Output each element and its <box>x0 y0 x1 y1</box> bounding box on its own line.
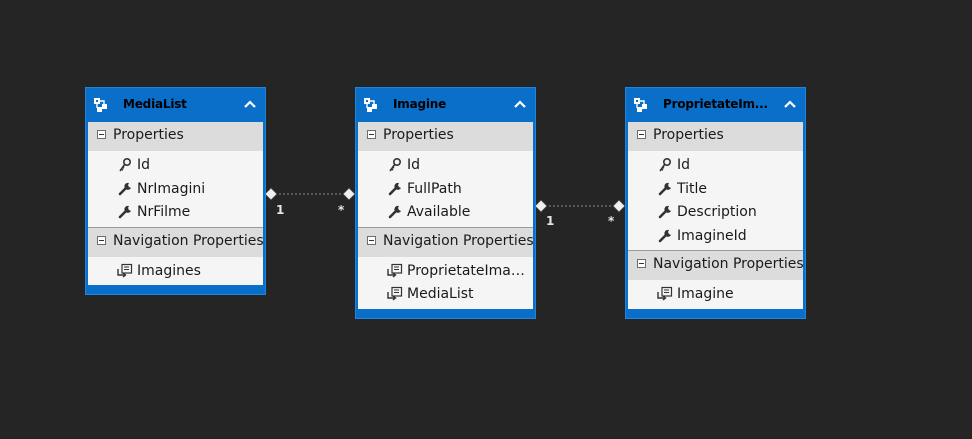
navigation-section-header[interactable]: Navigation Properties <box>88 226 264 257</box>
property-row[interactable]: Title <box>628 178 803 202</box>
property-label: NrImagini <box>137 180 206 197</box>
property-label: Title <box>677 180 708 197</box>
navigation-section-header[interactable]: Navigation Properties <box>628 250 804 280</box>
entity-header[interactable]: Imagine <box>356 88 535 122</box>
wrench-icon <box>388 182 401 195</box>
collapse-chevron-up-icon[interactable] <box>243 98 257 110</box>
navigation-property-row[interactable]: Imagines <box>88 260 263 284</box>
multiplicity-label: * <box>608 214 615 228</box>
property-row[interactable]: Available <box>358 201 533 225</box>
property-row[interactable]: FullPath <box>358 178 533 202</box>
collapse-chevron-up-icon[interactable] <box>783 98 797 110</box>
properties-section-header[interactable]: Properties <box>628 122 803 151</box>
navigation-property-row[interactable]: Imagine <box>628 283 803 307</box>
navigation-property-icon <box>657 286 673 301</box>
navigation-property-row[interactable]: MediaList <box>358 283 533 307</box>
navigation-property-icon <box>117 263 133 278</box>
collapse-toggle-icon[interactable] <box>97 130 106 139</box>
entity-title: Imagine <box>393 97 447 111</box>
entity-type-icon <box>634 98 647 112</box>
property-row[interactable]: Id <box>88 154 263 178</box>
property-label: NrFilme <box>137 204 191 220</box>
navigation-property-icon <box>387 286 403 301</box>
entity-type-icon <box>94 98 107 112</box>
navigation-property-label: Imagine <box>677 286 734 302</box>
collapse-toggle-icon[interactable] <box>367 130 376 139</box>
section-label: Navigation Properties <box>653 256 804 272</box>
association-end-diamond <box>264 187 278 201</box>
entity-proprietateimagine[interactable]: ProprietateIm... Properties Id T <box>625 87 806 319</box>
navigation-property-label: Imagines <box>137 262 201 279</box>
wrench-icon <box>118 205 131 219</box>
property-row[interactable]: NrFilme <box>88 201 263 225</box>
entity-imagine[interactable]: Imagine Properties Id FullPath <box>355 87 536 319</box>
properties-section-header[interactable]: Properties <box>358 122 533 151</box>
multiplicity-label: * <box>338 203 345 217</box>
navigation-section-header[interactable]: Navigation Properties <box>358 226 534 257</box>
property-label: ImagineId <box>677 227 747 244</box>
entity-header[interactable]: ProprietateIm... <box>626 88 805 122</box>
properties-section-header[interactable]: Properties <box>88 122 263 151</box>
section-label: Properties <box>383 127 454 143</box>
property-label: Id <box>407 157 421 173</box>
section-label: Navigation Properties <box>113 232 264 249</box>
collapse-toggle-icon[interactable] <box>367 235 376 245</box>
collapse-toggle-icon[interactable] <box>637 259 646 268</box>
entity-medialist[interactable]: MediaList Properties Id NrImagin <box>85 87 266 295</box>
property-row[interactable]: NrImagini <box>88 178 263 202</box>
key-icon <box>389 157 402 172</box>
wrench-icon <box>118 182 131 195</box>
property-row[interactable]: Id <box>628 154 803 178</box>
entity-title: ProprietateIm... <box>663 97 768 111</box>
key-icon <box>119 157 132 172</box>
entity-header[interactable]: MediaList <box>86 88 265 122</box>
key-icon <box>659 157 672 172</box>
wrench-icon <box>388 205 401 219</box>
wrench-icon <box>658 182 671 195</box>
property-label: Available <box>407 204 471 220</box>
association-end-diamond <box>342 187 356 201</box>
association-end-diamond <box>612 199 626 213</box>
navigation-property-label: MediaList <box>407 286 474 302</box>
multiplicity-label: 1 <box>276 203 285 217</box>
navigation-property-row[interactable]: ProprietateImag... <box>358 260 533 284</box>
navigation-property-icon <box>387 263 403 278</box>
association-end-diamond <box>534 199 548 213</box>
property-label: Id <box>677 157 691 173</box>
collapse-chevron-up-icon[interactable] <box>513 98 527 110</box>
section-label: Properties <box>113 127 184 143</box>
collapse-toggle-icon[interactable] <box>637 130 646 139</box>
section-label: Properties <box>653 127 724 143</box>
wrench-icon <box>658 205 671 219</box>
property-row[interactable]: ImagineId <box>628 225 803 249</box>
property-label: Id <box>137 157 151 173</box>
property-label: Description <box>677 204 757 220</box>
property-row[interactable]: Id <box>358 154 533 178</box>
multiplicity-label: 1 <box>546 214 555 228</box>
entity-title: MediaList <box>123 97 187 111</box>
navigation-property-label: ProprietateImag... <box>407 262 527 279</box>
section-label: Navigation Properties <box>383 232 534 249</box>
entity-type-icon <box>364 98 377 112</box>
wrench-icon <box>658 229 671 242</box>
property-row[interactable]: Description <box>628 201 803 225</box>
collapse-toggle-icon[interactable] <box>97 235 106 245</box>
property-label: FullPath <box>407 180 462 197</box>
